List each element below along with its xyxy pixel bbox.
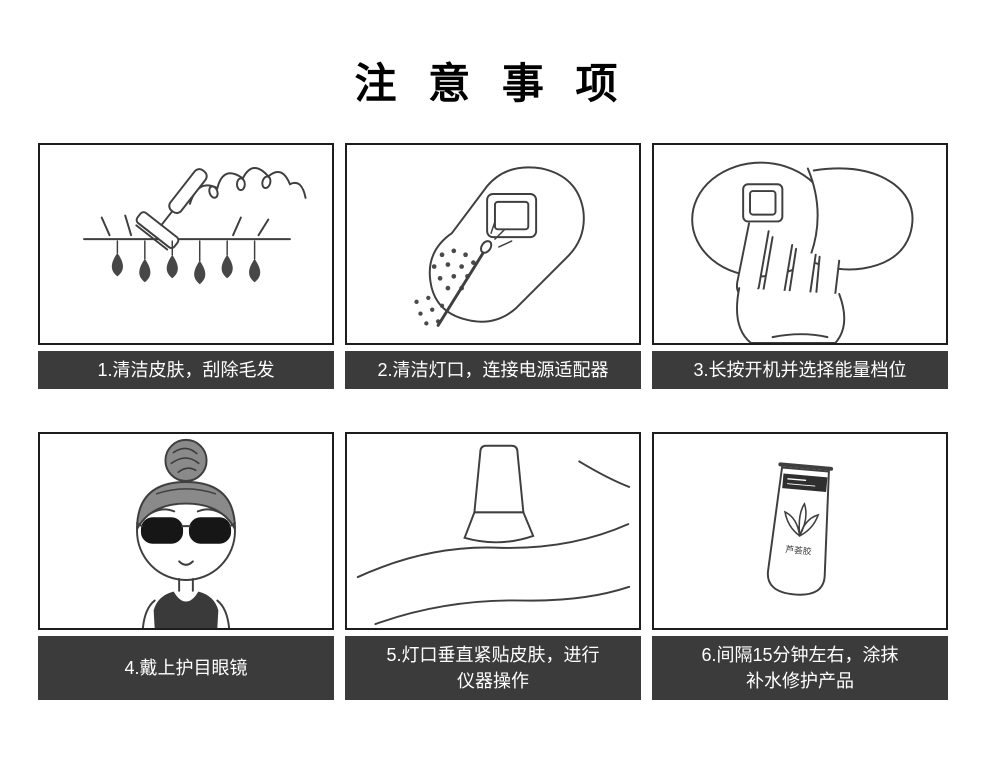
step-caption-4: 4.戴上护目眼镜 — [38, 636, 334, 700]
brand-band-icon — [782, 473, 828, 492]
device-cleaning-icon — [414, 166, 585, 327]
steps-row-2: 4.戴上护目眼镜 5.灯口垂直紧贴皮肤， — [38, 432, 948, 700]
tube-label: 芦荟胶 — [785, 543, 812, 556]
step-caption-2: 2.清洁灯口，连接电源适配器 — [345, 351, 641, 389]
step-panel-6: 芦荟胶 6.间隔15分钟左右，涂抹 补水修护产品 — [652, 432, 948, 700]
step-caption-1: 1.清洁皮肤，刮除毛发 — [38, 351, 334, 389]
cotton-swab-icon — [436, 220, 513, 327]
clean-lamp-port-illustration — [345, 143, 641, 345]
device-head-icon — [463, 511, 535, 544]
hair-drops-icon — [111, 252, 261, 285]
step-panel-5: 5.灯口垂直紧贴皮肤，进行 仪器操作 — [345, 432, 641, 700]
razor-shaving-illustration — [38, 143, 334, 345]
goggles-icon — [140, 517, 232, 544]
moisturizer-tube-illustration: 芦荟胶 — [652, 432, 948, 630]
step-panel-2: 2.清洁灯口，连接电源适配器 — [345, 143, 641, 389]
hand-icon — [735, 222, 846, 343]
page-title: 注 意 事 项 — [354, 60, 628, 107]
aloe-plant-icon — [783, 502, 820, 537]
device-on-skin-icon — [356, 444, 631, 626]
aloe-gel-tube-icon: 芦荟胶 — [766, 462, 834, 596]
device-handle-icon — [473, 444, 525, 514]
razor-icon — [135, 168, 208, 251]
step-panel-3: 3.长按开机并选择能量档位 — [652, 143, 948, 389]
power-button-icon — [742, 183, 784, 223]
step-panel-4: 4.戴上护目眼镜 — [38, 432, 334, 700]
step-panel-1: 1.清洁皮肤，刮除毛发 — [38, 143, 334, 389]
step-caption-6: 6.间隔15分钟左右，涂抹 补水修护产品 — [652, 636, 948, 700]
hand-press-device-icon — [691, 161, 914, 343]
girl-with-goggles-icon — [136, 438, 236, 628]
steps-row-1: 1.清洁皮肤，刮除毛发 — [38, 143, 948, 389]
vent-dots-icon — [414, 248, 476, 326]
device-on-skin-illustration — [345, 432, 641, 630]
press-power-illustration — [652, 143, 948, 345]
step-caption-5: 5.灯口垂直紧贴皮肤，进行 仪器操作 — [345, 636, 641, 700]
step-caption-3: 3.长按开机并选择能量档位 — [652, 351, 948, 389]
razor-shaving-icon — [83, 167, 307, 285]
goggles-illustration — [38, 432, 334, 630]
